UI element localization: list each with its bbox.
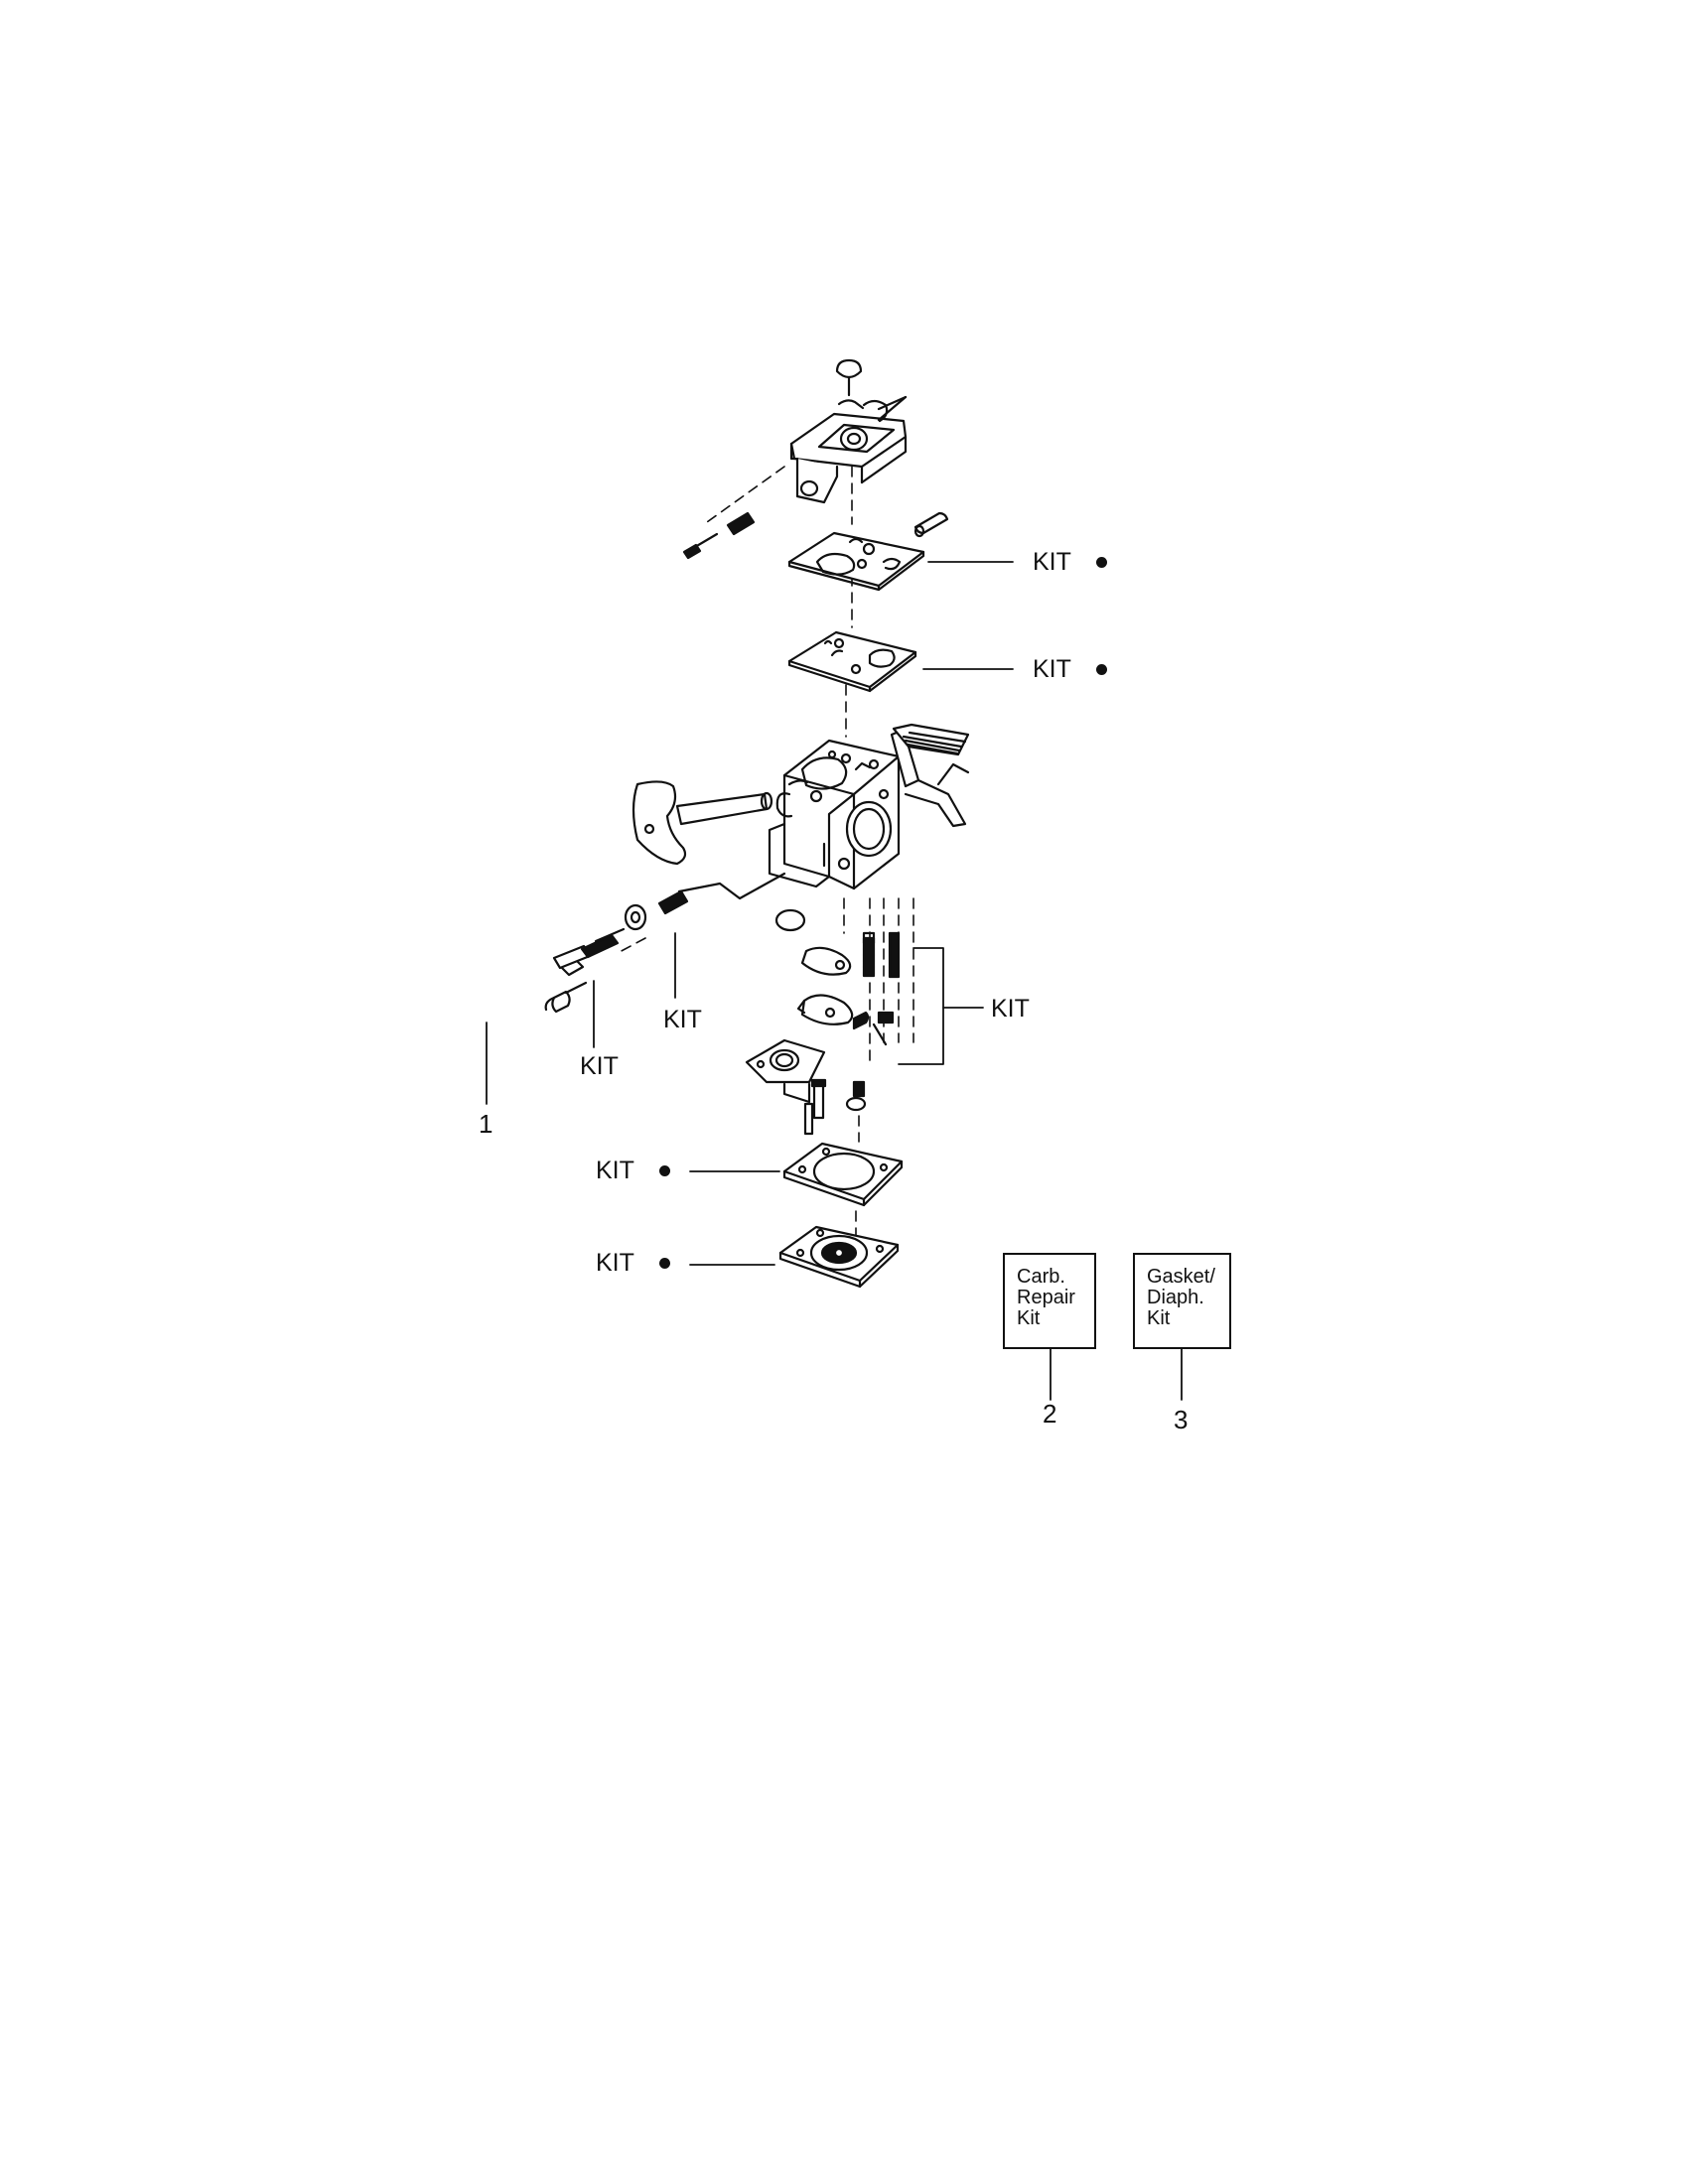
fuel-inlet-cover bbox=[745, 1038, 826, 1104]
inlet-connector-line bbox=[677, 872, 786, 900]
top-cap-screw bbox=[835, 358, 863, 397]
gasket-diaph-kit-line: Kit bbox=[1147, 1307, 1171, 1329]
carb-repair-kit-line: Carb. bbox=[1017, 1266, 1065, 1288]
needle-spring bbox=[657, 889, 689, 915]
inlet-needle-springs bbox=[852, 931, 901, 1046]
item-number-1: 1 bbox=[479, 1109, 493, 1139]
kit-label-pump-gasket: KIT bbox=[1033, 655, 1071, 683]
kit-bracket bbox=[898, 947, 984, 1065]
inlet-cover-screw bbox=[803, 1078, 827, 1136]
kit-label-needle-spring: KIT bbox=[663, 1006, 702, 1033]
gasket-diaph-kit-line: Diaph. bbox=[1147, 1287, 1204, 1308]
carb-repair-kit-line: Repair bbox=[1017, 1287, 1075, 1308]
carb-repair-kit-line: Kit bbox=[1017, 1307, 1041, 1329]
high-speed-needle bbox=[544, 957, 588, 1014]
item-number-3: 3 bbox=[1174, 1405, 1189, 1434]
inlet-screen bbox=[852, 1080, 866, 1098]
pump-gasket bbox=[787, 630, 917, 693]
kit-label-needle: KIT bbox=[580, 1052, 619, 1080]
metering-lever bbox=[800, 946, 852, 976]
gasket-diaph-kit-box: Gasket/ Diaph. Kit bbox=[1133, 1253, 1231, 1349]
carb-repair-kit-box: Carb. Repair Kit bbox=[1003, 1253, 1096, 1349]
metering-disc bbox=[774, 908, 806, 932]
gasket-kit-marker-dot bbox=[1096, 557, 1107, 568]
kit-label-pump-diaphragm: KIT bbox=[1033, 548, 1071, 576]
cover-plate bbox=[789, 395, 908, 504]
check-valve-diaphragm bbox=[796, 994, 854, 1025]
kit-label-metering-gasket: KIT bbox=[596, 1157, 634, 1184]
o-ring bbox=[845, 1096, 867, 1112]
choke-lever bbox=[632, 780, 773, 866]
gasket-kit-marker-dot bbox=[1096, 664, 1107, 675]
throttle-lever bbox=[890, 723, 970, 828]
gasket-diaph-kit-line: Gasket/ bbox=[1147, 1266, 1215, 1288]
kit-label-metering-diaphragm: KIT bbox=[596, 1249, 634, 1277]
metering-diaphragm bbox=[778, 1225, 900, 1289]
carburetor-body bbox=[768, 739, 901, 890]
item-number-2: 2 bbox=[1043, 1399, 1057, 1429]
low-speed-needle bbox=[552, 927, 626, 970]
gasket-kit-marker-dot bbox=[659, 1258, 670, 1269]
leader-lines bbox=[486, 561, 1183, 1401]
gasket-kit-marker-dot bbox=[659, 1165, 670, 1176]
needle-washer bbox=[624, 903, 647, 931]
metering-gasket bbox=[782, 1142, 904, 1207]
roll-pin bbox=[913, 511, 949, 538]
idle-screw bbox=[682, 511, 756, 560]
pump-diaphragm bbox=[787, 531, 925, 592]
kit-label-metering-parts: KIT bbox=[991, 995, 1030, 1023]
